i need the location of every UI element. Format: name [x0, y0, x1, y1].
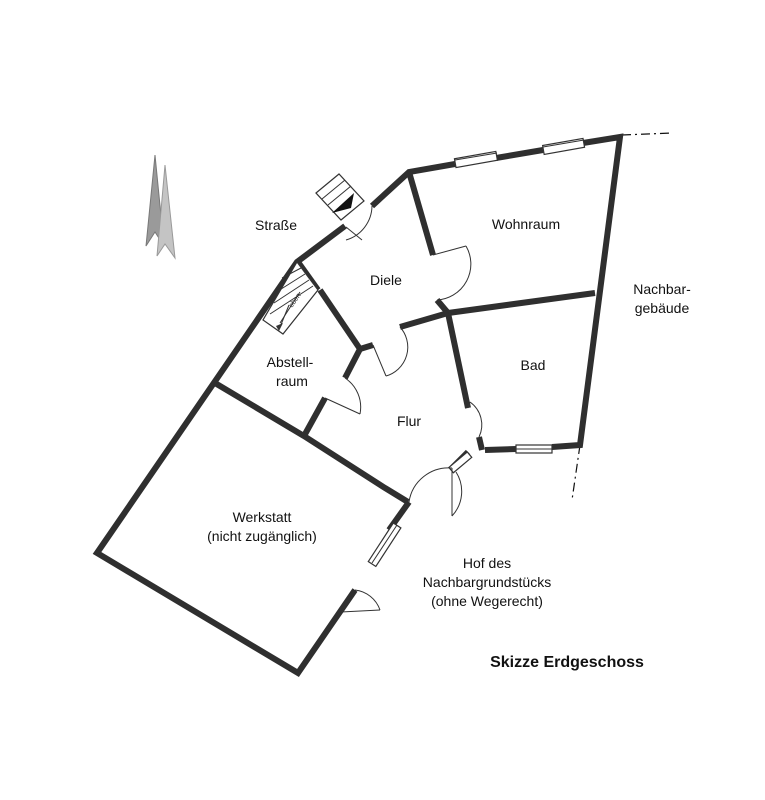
door-entrance: [345, 205, 373, 241]
plan-title: Skizze Erdgeschoss: [490, 654, 644, 671]
north-arrow-icon: [145, 154, 176, 260]
label-strasse: Straße: [255, 217, 297, 233]
staircase: oben: [262, 260, 319, 335]
room-label-flur: Flur: [397, 413, 421, 429]
door-flur-diele: [372, 326, 409, 377]
label-hof-line3: (ohne Wegerecht): [431, 593, 543, 609]
entrance-steps: [315, 173, 365, 221]
room-label-diele: Diele: [370, 272, 402, 288]
window-flur: [448, 451, 473, 474]
label-hof-line2: Nachbargrundstücks: [423, 574, 551, 590]
door-hof: [408, 467, 463, 517]
door-werkstatt: [340, 589, 381, 613]
property-line-right: [571, 444, 581, 501]
room-label-werkstatt-line1: Werkstatt: [233, 509, 292, 525]
windows: [367, 137, 586, 568]
door-bad: [467, 401, 483, 438]
room-label-bad: Bad: [521, 357, 546, 373]
door-abstellraum: [324, 377, 362, 415]
room-label-abstellraum-line2: raum: [276, 373, 308, 389]
room-label-abstellraum-line1: Abstell-: [267, 354, 314, 370]
label-nachbargebaeude-line1: Nachbar-: [633, 281, 691, 297]
window-wohnraum-left: [453, 150, 499, 169]
window-werkstatt: [367, 522, 402, 568]
room-label-werkstatt-line2: (nicht zugänglich): [207, 528, 317, 544]
label-hof-line1: Hof des: [463, 555, 511, 571]
window-wohnraum-right: [541, 137, 586, 156]
property-line-top: [621, 132, 673, 136]
window-bad: [515, 444, 553, 454]
label-nachbargebaeude-line2: gebäude: [635, 300, 690, 316]
doors: [324, 205, 483, 613]
door-wohnraum: [432, 245, 472, 301]
room-label-wohnraum: Wohnraum: [492, 216, 560, 232]
